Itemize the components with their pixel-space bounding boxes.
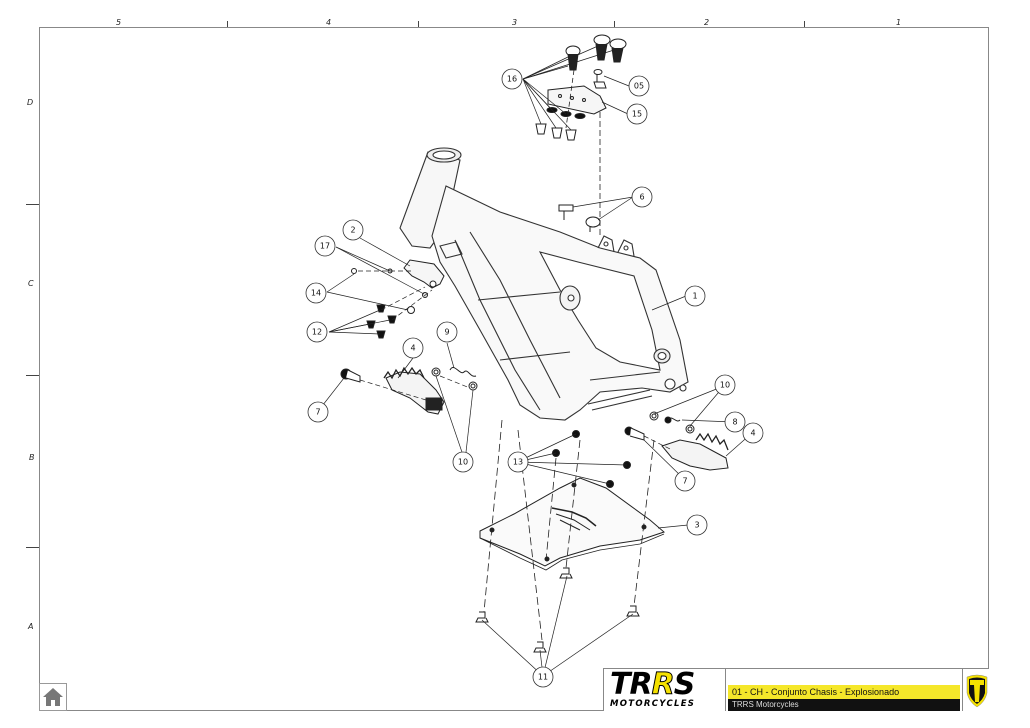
column-label: 1 — [896, 18, 902, 27]
callout-12: 12 — [312, 328, 322, 337]
callout-10-right: 10 — [720, 381, 730, 390]
right-footpeg-assembly — [624, 411, 729, 471]
top-plate-assembly — [535, 34, 627, 238]
logo-text: TRRS — [610, 667, 695, 702]
callout-11: 11 — [538, 673, 548, 682]
callout-10-left: 10 — [458, 458, 468, 467]
zone-tick — [26, 375, 39, 376]
callout-15: 15 — [632, 110, 642, 119]
zone-tick — [26, 204, 39, 205]
callout-17: 17 — [320, 242, 330, 251]
left-footpeg-assembly — [340, 366, 478, 415]
callout-1: 1 — [692, 292, 697, 301]
home-button[interactable] — [39, 683, 67, 711]
zone-tick — [227, 21, 228, 27]
drawing-title: 01 - CH - Conjunto Chasis - Explosionado — [728, 685, 960, 699]
drawing-border — [39, 27, 989, 711]
callout-13: 13 — [513, 458, 523, 467]
shield-icon — [966, 674, 988, 708]
zone-tick — [804, 21, 805, 27]
company-name: TRRS Motorcycles — [728, 699, 960, 711]
leader-lines — [318, 45, 753, 677]
zone-tick — [614, 21, 615, 27]
callout-7-left: 7 — [315, 408, 320, 417]
row-label: B — [29, 453, 35, 462]
column-label: 5 — [116, 18, 122, 27]
row-label: D — [27, 98, 34, 107]
column-label: 4 — [326, 18, 332, 27]
chassis-frame — [399, 147, 689, 421]
skid-plate — [479, 477, 665, 571]
callout-9: 9 — [444, 328, 449, 337]
title-block: TRRS MOTORCYCLES 01 - CH - Conjunto Chas… — [603, 668, 989, 711]
home-icon — [43, 688, 63, 706]
nut-parts — [552, 430, 631, 488]
column-label: 3 — [512, 18, 518, 27]
trrs-logo: TRRS MOTORCYCLES — [604, 667, 726, 711]
bracket-assembly — [351, 259, 445, 339]
callout-4-left: 4 — [410, 344, 415, 353]
row-label: C — [28, 279, 34, 288]
callout-7-right: 7 — [682, 477, 687, 486]
zone-tick — [26, 547, 39, 548]
callout-4-right: 4 — [750, 429, 755, 438]
zone-tick — [418, 21, 419, 27]
stud-parts — [558, 204, 601, 232]
callout-8: 8 — [732, 418, 737, 427]
callout-3: 3 — [694, 521, 699, 530]
callout-2: 2 — [350, 226, 355, 235]
trrs-shield-logo — [962, 669, 990, 711]
skid-plate-bolts — [475, 567, 640, 653]
callout-14: 14 — [311, 289, 321, 298]
callout-05: 05 — [634, 82, 644, 91]
row-label: A — [28, 622, 34, 631]
callout-circles — [305, 68, 764, 688]
assembly-lines — [483, 419, 655, 641]
callout-16: 16 — [507, 75, 517, 84]
logo-accent-letter: R — [651, 667, 675, 702]
logo-subtitle: MOTORCYCLES — [610, 699, 696, 709]
callout-6: 6 — [639, 193, 644, 202]
column-label: 2 — [704, 18, 710, 27]
